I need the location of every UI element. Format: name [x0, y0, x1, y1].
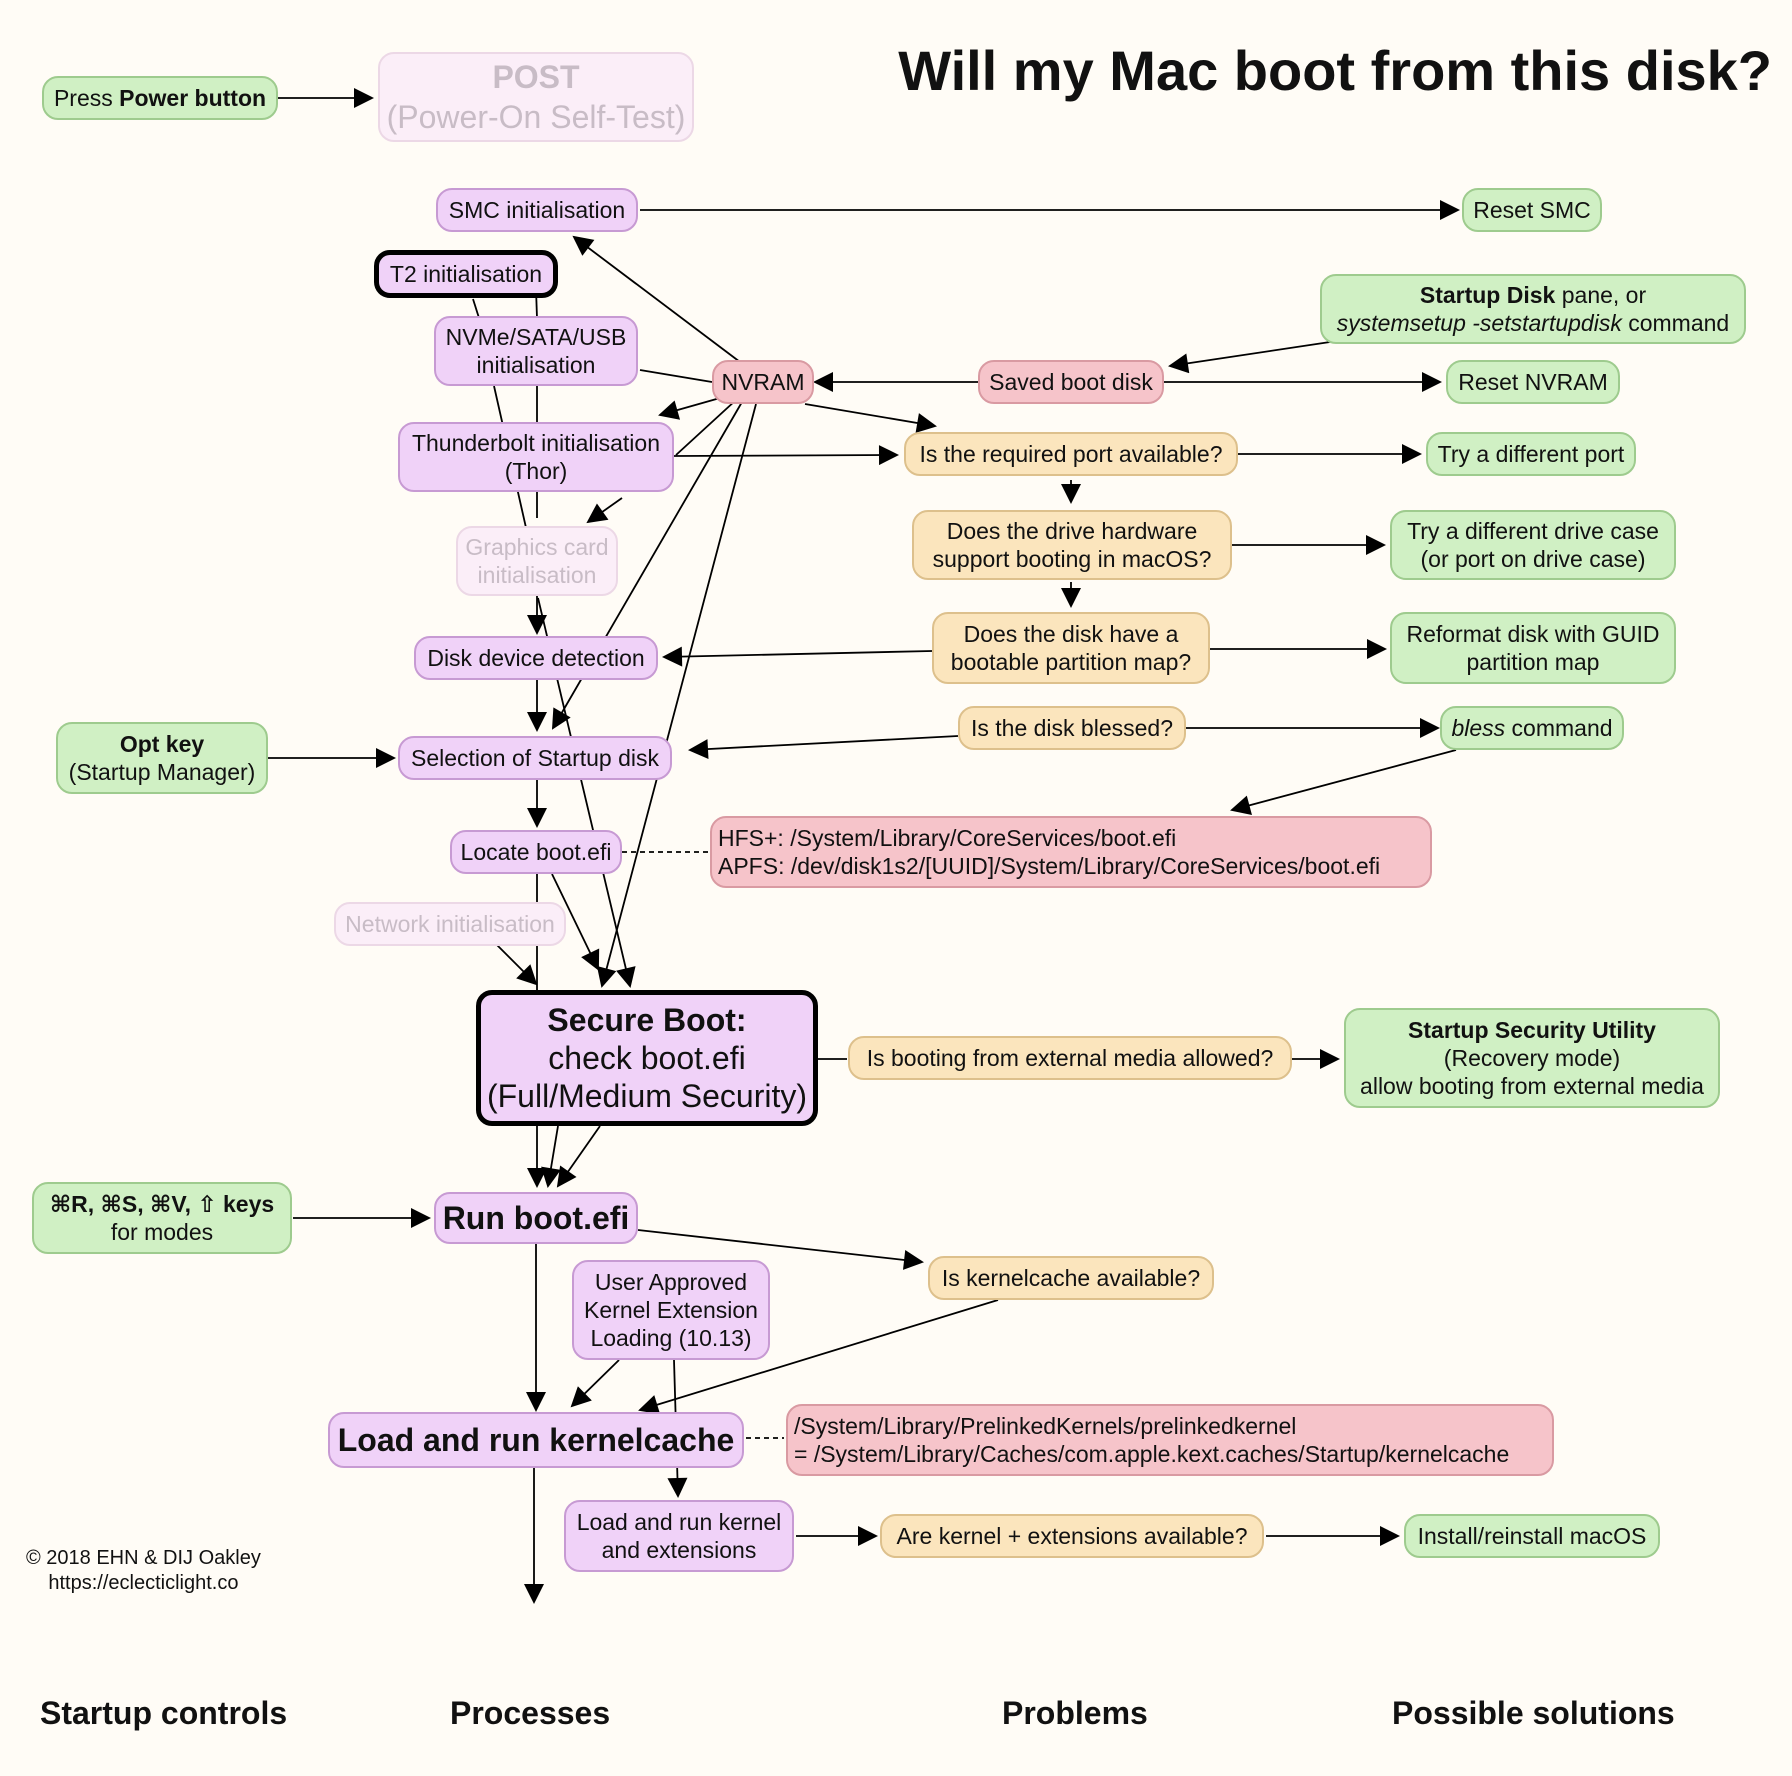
ssu-bold: Startup Security Utility [1408, 1017, 1656, 1043]
startup-disk-rest2: command [1621, 310, 1730, 336]
load-kernel-extensions: Load and run kernel and extensions [564, 1500, 794, 1572]
credit: © 2018 EHN & DIJ Oakley https://eclectic… [26, 1546, 261, 1596]
opt-key-bold: Opt key [119, 731, 205, 757]
credit-line1: © 2018 EHN & DIJ Oakley [26, 1547, 261, 1569]
startup-disk-rest1: pane, or [1555, 282, 1647, 308]
load-run-kernelcache: Load and run kernelcache [328, 1412, 744, 1468]
startup-disk-italic: systemsetup -setstartupdisk [1336, 310, 1622, 336]
column-possible-solutions: Possible solutions [1392, 1695, 1675, 1731]
startup-security-utility: Startup Security Utility (Recovery mode)… [1344, 1008, 1720, 1108]
kernel-paths-line2: = /System/Library/Caches/com.apple.kext.… [794, 1441, 1510, 1467]
secure-boot-line3: (Full/Medium Security) [486, 1078, 808, 1114]
graphics-line2: initialisation [477, 562, 597, 588]
user-approved-line2: Kernel Extension [584, 1297, 758, 1323]
opt-key-line2: (Startup Manager) [68, 759, 256, 785]
kernelcache-paths: /System/Library/PrelinkedKernels/prelink… [786, 1404, 1554, 1476]
startup-disk-pane: Startup Disk pane, or systemsetup -setst… [1320, 274, 1746, 344]
opt-key: Opt key (Startup Manager) [56, 722, 268, 794]
secure-boot: Secure Boot: check boot.efi (Full/Medium… [476, 990, 818, 1126]
drive-case-line2: (or port on drive case) [1420, 546, 1646, 572]
modes-keys: ⌘R, ⌘S, ⌘V, ⇧ keys for modes [32, 1182, 292, 1254]
column-startup-controls: Startup controls [40, 1695, 288, 1731]
nvme-line1: NVMe/SATA/USB [445, 324, 627, 350]
nvme-init: NVMe/SATA/USB initialisation [434, 316, 638, 386]
post-process: POST (Power-On Self-Test) [378, 52, 694, 142]
power-button-control: Press Power button [42, 76, 278, 120]
bless-rest: command [1505, 715, 1613, 741]
page-title: Will my Mac boot from this disk? [898, 39, 1772, 102]
power-bold: Power button [119, 85, 267, 111]
graphics-init: Graphics card initialisation [456, 526, 618, 596]
drive-case-line1: Try a different drive case [1407, 518, 1659, 544]
thunderbolt-init: Thunderbolt initialisation (Thor) [398, 422, 674, 492]
reformat-line2: partition map [1466, 649, 1600, 675]
user-approved-line1: User Approved [594, 1269, 748, 1295]
credit-line2: https://eclecticlight.co [48, 1572, 239, 1594]
user-approved-line3: Loading (10.13) [590, 1325, 752, 1351]
problem-port: Is the required port available? [904, 432, 1238, 476]
user-approved-kext: User Approved Kernel Extension Loading (… [572, 1260, 770, 1360]
run-boot-efi: Run boot.efi [434, 1192, 638, 1244]
column-problems: Problems [1002, 1695, 1148, 1731]
reset-smc: Reset SMC [1462, 188, 1602, 232]
problem-kernel-extensions: Are kernel + extensions available? [880, 1514, 1264, 1558]
problem-kernelcache: Is kernelcache available? [928, 1256, 1214, 1300]
graphics-line1: Graphics card [465, 534, 609, 560]
reformat-disk: Reformat disk with GUID partition map [1390, 612, 1676, 684]
hardware-line1: Does the drive hardware [946, 518, 1198, 544]
secure-boot-line2: check boot.efi [548, 1040, 746, 1076]
problem-external-media: Is booting from external media allowed? [848, 1036, 1292, 1080]
bless-command: bless command [1440, 706, 1624, 750]
partition-line2: bootable partition map? [950, 649, 1192, 675]
boot-paths-line1: HFS+: /System/Library/CoreServices/boot.… [718, 825, 1177, 851]
load-kernel-line2: and extensions [601, 1537, 757, 1563]
column-processes: Processes [450, 1695, 611, 1731]
partition-line1: Does the disk have a [963, 621, 1179, 647]
kernel-paths-line1: /System/Library/PrelinkedKernels/prelink… [794, 1413, 1297, 1439]
ssu-line3: allow booting from external media [1360, 1073, 1704, 1099]
reset-nvram: Reset NVRAM [1446, 360, 1620, 404]
disk-device-detection: Disk device detection [414, 636, 658, 680]
selection-startup-disk: Selection of Startup disk [398, 736, 672, 780]
network-init: Network initialisation [334, 902, 566, 946]
post-line2: (Power-On Self-Test) [386, 99, 686, 135]
different-port: Try a different port [1426, 432, 1636, 476]
hardware-line2: support booting in macOS? [932, 546, 1212, 572]
thunderbolt-line1: Thunderbolt initialisation [411, 430, 661, 456]
reformat-line1: Reformat disk with GUID [1406, 621, 1660, 647]
bless-italic: bless [1451, 715, 1506, 741]
modes-bold: ⌘R, ⌘S, ⌘V, ⇧ keys [49, 1191, 275, 1217]
saved-boot-disk: Saved boot disk [978, 360, 1164, 404]
problem-blessed: Is the disk blessed? [958, 706, 1186, 750]
install-macos: Install/reinstall macOS [1404, 1514, 1660, 1558]
secure-boot-line1: Secure Boot: [547, 1002, 747, 1038]
smc-init: SMC initialisation [436, 188, 638, 232]
post-line1: POST [492, 59, 580, 95]
problem-hardware: Does the drive hardware support booting … [912, 510, 1232, 580]
power-pre: Press [53, 85, 120, 111]
startup-disk-bold: Startup Disk [1419, 282, 1556, 308]
ssu-line2: (Recovery mode) [1443, 1045, 1621, 1071]
load-kernel-line1: Load and run kernel [576, 1509, 782, 1535]
modes-line2: for modes [110, 1219, 214, 1245]
boot-efi-paths: HFS+: /System/Library/CoreServices/boot.… [710, 816, 1432, 888]
nvram: NVRAM [712, 360, 814, 404]
locate-boot-efi: Locate boot.efi [450, 830, 622, 874]
drive-case: Try a different drive case (or port on d… [1390, 510, 1676, 580]
t2-init: T2 initialisation [374, 250, 558, 298]
nvme-line2: initialisation [476, 352, 596, 378]
thunderbolt-line2: (Thor) [504, 458, 568, 484]
problem-partition: Does the disk have a bootable partition … [932, 612, 1210, 684]
boot-paths-line2: APFS: /dev/disk1s2/[UUID]/System/Library… [718, 853, 1381, 879]
